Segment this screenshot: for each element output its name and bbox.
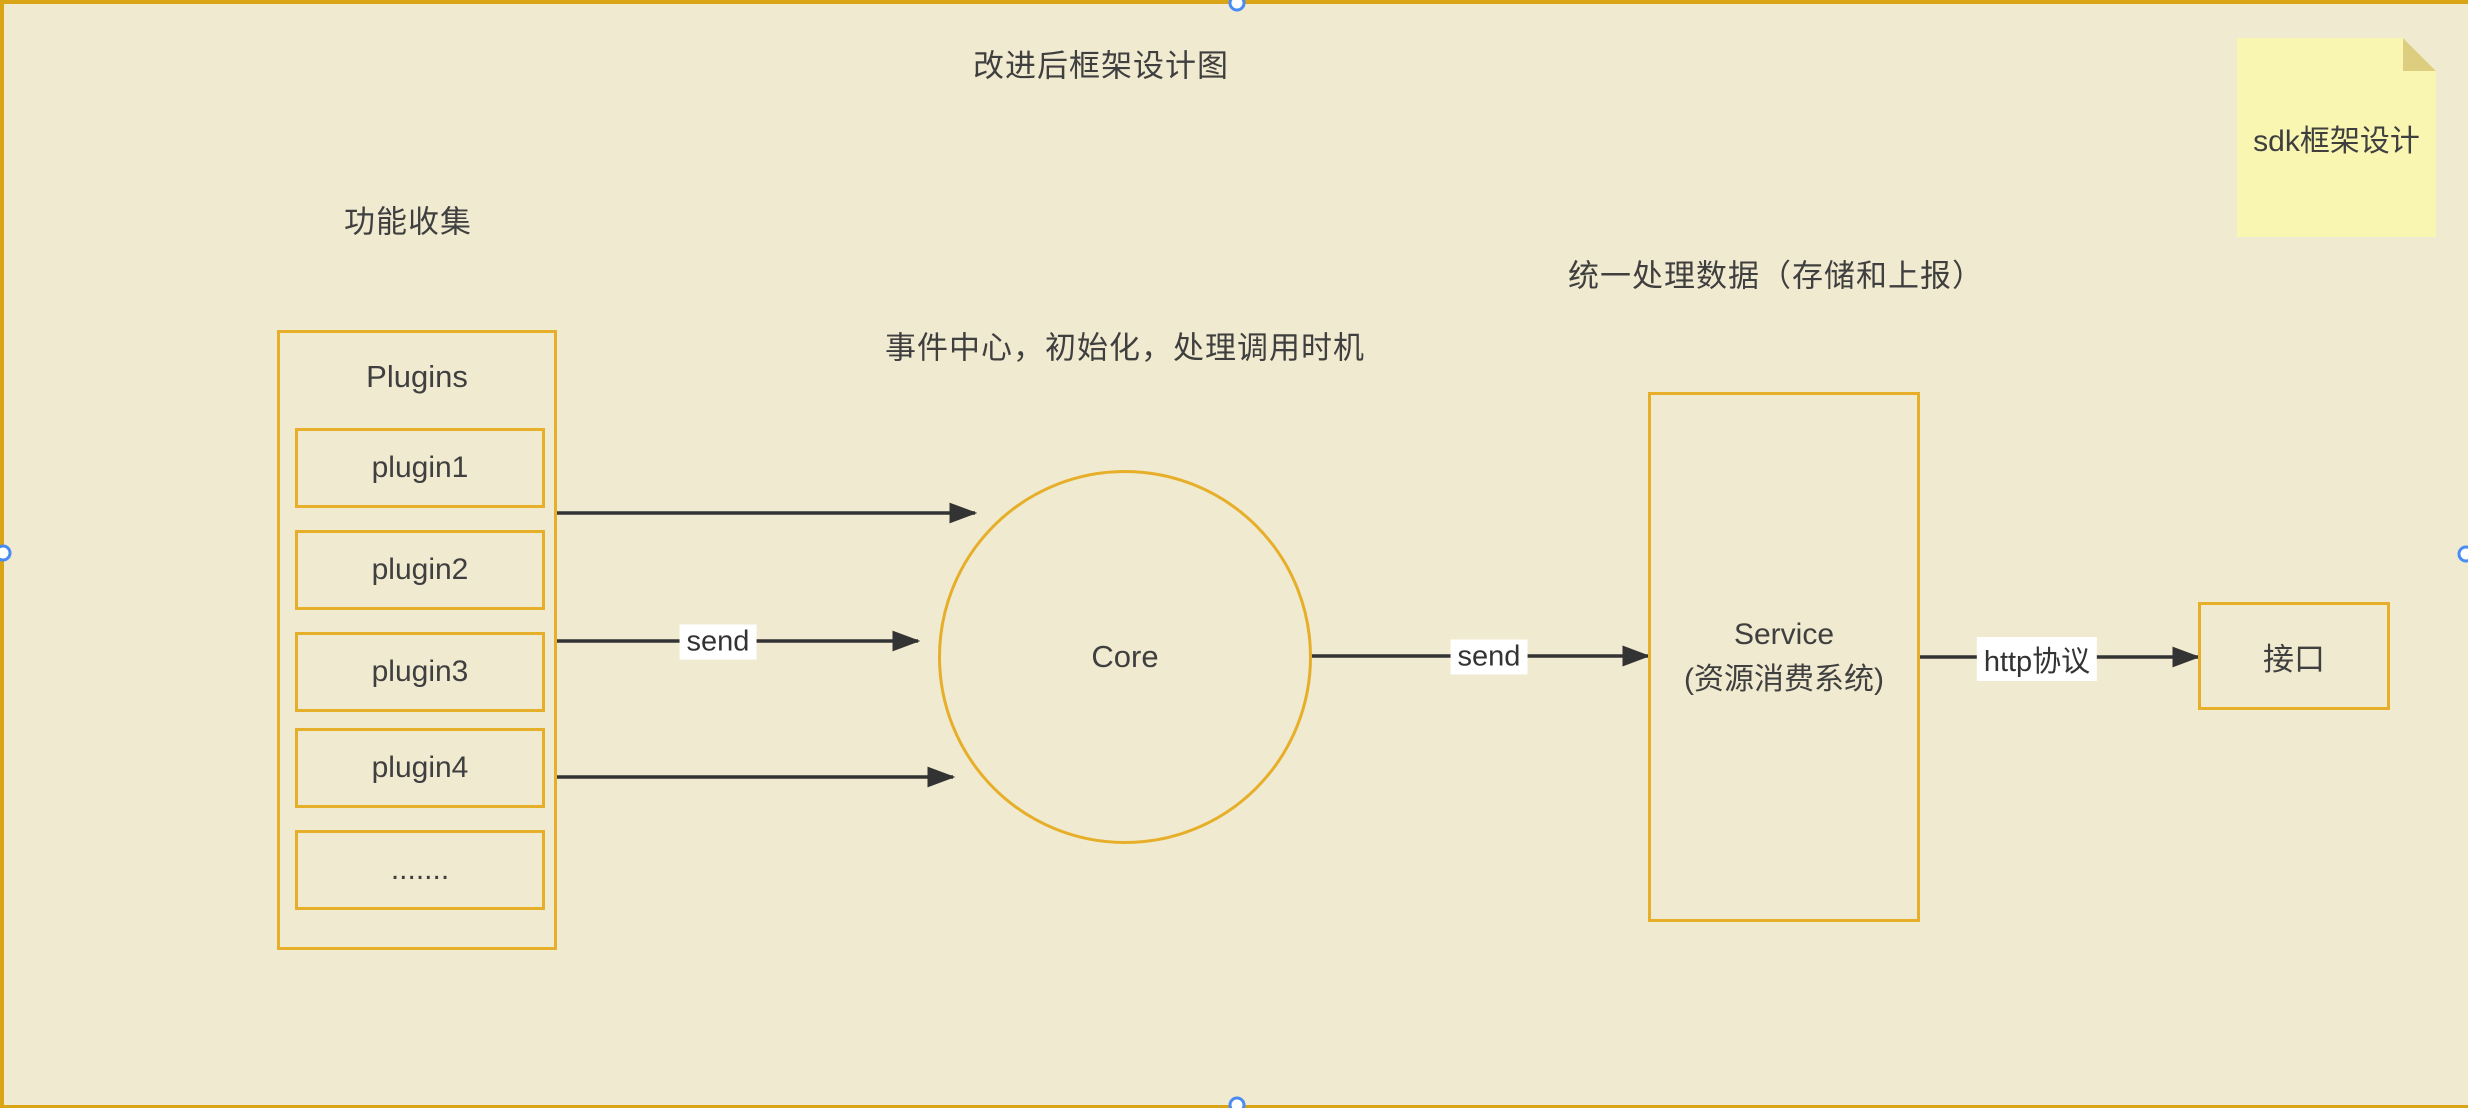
- service-node-label-line2: (资源消费系统): [1684, 663, 1884, 696]
- service-node[interactable]: Service (资源消费系统): [1648, 392, 1920, 922]
- sticky-note-fold-cut: [2403, 38, 2436, 71]
- sticky-note[interactable]: sdk框架设计: [2237, 38, 2436, 237]
- edge-label-send-core-service[interactable]: send: [1450, 639, 1528, 675]
- plugin2-node[interactable]: plugin2: [295, 530, 545, 610]
- core-node-label: Core: [1091, 639, 1159, 674]
- core-node[interactable]: Core: [938, 470, 1312, 844]
- selection-handle-bottom[interactable]: [1228, 1096, 1246, 1108]
- interface-node-label: 接口: [2263, 641, 2325, 677]
- selection-handle-right[interactable]: [2457, 545, 2468, 563]
- interface-node[interactable]: 接口: [2198, 602, 2390, 710]
- selection-handle-left[interactable]: [0, 544, 12, 562]
- caption-core-eventcenter[interactable]: 事件中心，初始化，处理调用时机: [885, 330, 1365, 366]
- plugin1-node[interactable]: plugin1: [295, 428, 545, 508]
- caption-plugins-collect[interactable]: 功能收集: [344, 204, 472, 240]
- service-node-label-line1: Service: [1733, 618, 1835, 651]
- sticky-note-text: sdk框架设计: [2253, 124, 2420, 158]
- plugin-more-node[interactable]: .......: [295, 830, 545, 910]
- selection-handle-top[interactable]: [1228, 0, 1246, 12]
- edge-label-http-protocol[interactable]: http协议: [1976, 637, 2098, 681]
- plugins-container-title: Plugins: [366, 359, 468, 394]
- caption-service-dataprocess[interactable]: 统一处理数据（存储和上报）: [1568, 258, 1984, 294]
- diagram-title[interactable]: 改进后框架设计图: [973, 48, 1229, 84]
- edge-label-send-plugins-core[interactable]: send: [679, 624, 757, 660]
- plugin4-node[interactable]: plugin4: [295, 728, 545, 808]
- plugin3-node[interactable]: plugin3: [295, 632, 545, 712]
- plugins-container[interactable]: Plugins plugin1 plugin2 plugin3 plugin4 …: [277, 330, 557, 950]
